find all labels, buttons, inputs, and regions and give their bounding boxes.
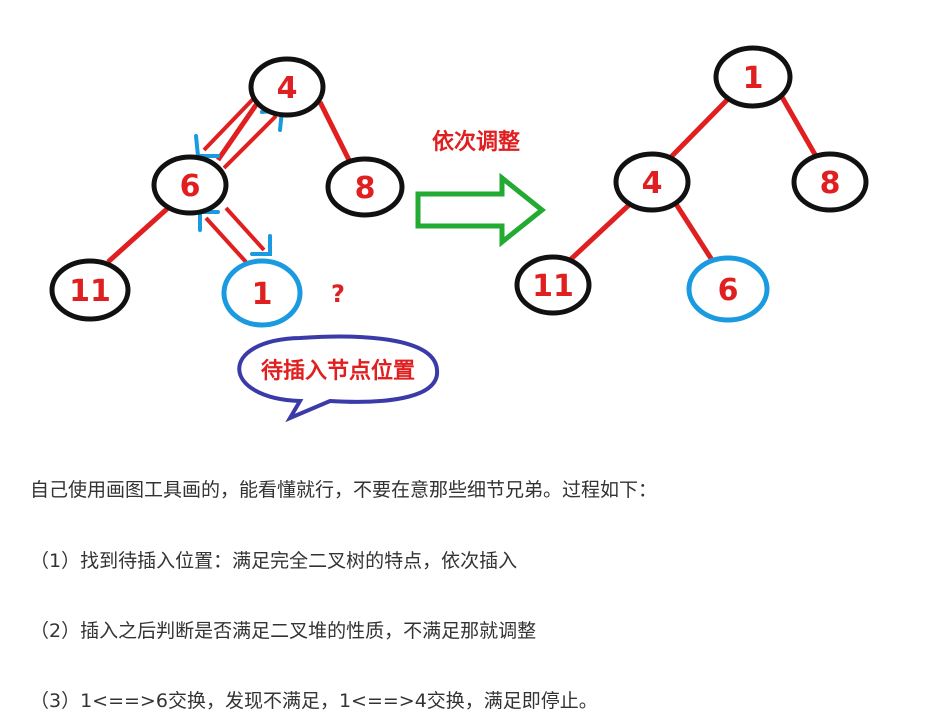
right-tree: 1 4 8 11 6 [514,45,869,323]
node-11: 11 [49,258,131,322]
edge-6-11 [106,206,170,264]
node-8-label: 8 [355,171,376,206]
edge-4-6 [215,100,261,162]
node-6: 6 [151,154,229,216]
node-11-label: 11 [69,274,111,309]
bubble-label: 待插入节点位置 [261,358,415,384]
edge-1-8 [779,95,820,160]
node-8-label: 8 [820,166,841,201]
node-11-label: 11 [532,269,574,304]
node-6-label: 6 [718,273,739,308]
speech-bubble: 待插入节点位置 [237,334,440,423]
adjust-label: 依次调整 [432,129,520,155]
step-3-text: （3）1<==>6交换，发现不满足，1<==>4交换，满足即停止。 [30,690,598,712]
node-1-inserted: 1 [221,258,303,328]
node-1: 1 [713,45,793,109]
edge-4-8 [317,100,353,164]
node-6-label: 6 [180,169,201,204]
node-4-label: 4 [642,166,663,201]
question-mark: ? [331,280,345,308]
swap-shaft-4-to-6 [202,94,258,152]
heap-insert-diagram: 4 6 8 11 1 ? 待插入节点位置 依次调整 [49,45,869,423]
left-tree: 4 6 8 11 1 ? 待插入节点位置 [49,56,440,423]
node-11: 11 [514,254,592,316]
edge-1-4 [668,95,732,160]
edge-4-11 [568,202,632,262]
edge-4-6-right [673,202,715,262]
node-1-label: 1 [252,277,273,312]
intro-text: 自己使用画图工具画的，能看懂就行，不要在意那些细节兄弟。过程如下： [30,479,658,501]
node-4-label: 4 [277,71,298,106]
swap-shaft-6-to-4 [222,114,278,170]
step-2-text: （2）插入之后判断是否满足二叉堆的性质，不满足那就调整 [30,620,537,642]
node-4: 4 [248,56,326,118]
node-6-moved: 6 [686,255,770,323]
node-8: 8 [325,156,405,218]
big-right-arrow [415,172,547,248]
swap-shaft-6-to-1 [224,206,266,252]
node-8: 8 [791,151,869,213]
step-1-text: （1）找到待插入位置：满足完全二叉树的特点，依次插入 [30,550,518,572]
node-1-label: 1 [743,61,764,96]
swap-arrowhead-down-right [250,234,272,256]
swap-shaft-1-to-6 [204,216,248,264]
node-4: 4 [613,151,691,213]
